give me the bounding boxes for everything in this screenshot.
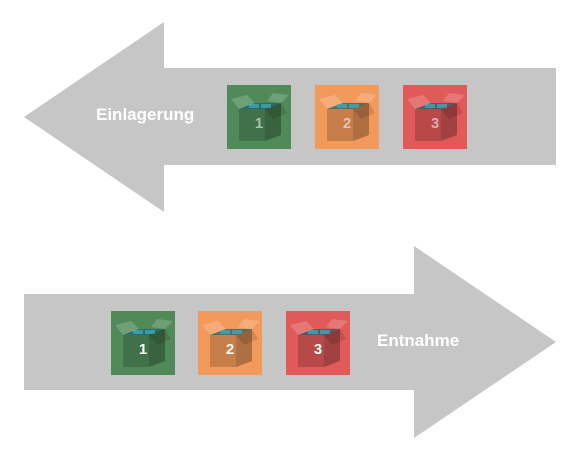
top-box-number: 3 xyxy=(430,115,440,132)
top-box-2: 2 xyxy=(315,85,379,149)
top-box-number: 1 xyxy=(254,115,264,132)
bottom-box-number: 3 xyxy=(313,341,323,358)
open-box-icon xyxy=(198,311,262,375)
bottom-box-3: 3 xyxy=(286,311,350,375)
bottom-box-number: 1 xyxy=(138,341,148,358)
top-box-number: 2 xyxy=(342,115,352,132)
open-box-icon xyxy=(315,85,379,149)
open-box-icon xyxy=(286,311,350,375)
open-box-icon xyxy=(227,85,291,149)
entnahme-label: Entnahme xyxy=(377,331,460,350)
bottom-box-2: 2 xyxy=(198,311,262,375)
bottom-box-1: 1 xyxy=(111,311,175,375)
bottom-box-number: 2 xyxy=(225,341,235,358)
top-box-1: 1 xyxy=(227,85,291,149)
top-box-3: 3 xyxy=(403,85,467,149)
open-box-icon xyxy=(403,85,467,149)
einlagerung-label: Einlagerung xyxy=(96,105,195,124)
open-box-icon xyxy=(111,311,175,375)
